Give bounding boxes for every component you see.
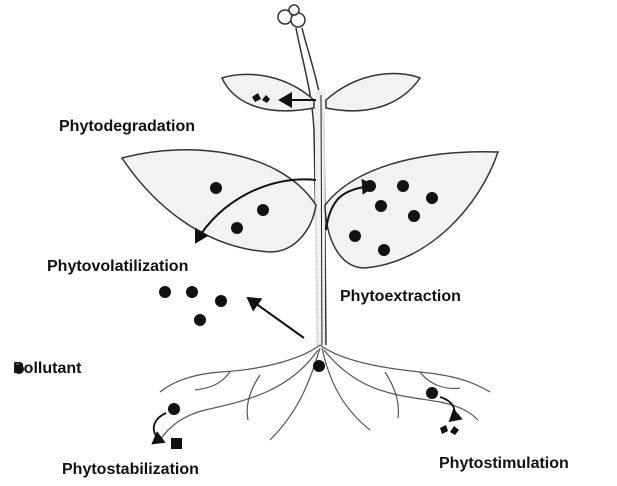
- plant-roots: [160, 345, 490, 440]
- lower-leaf-left: [122, 150, 316, 252]
- lower-leaf-right: [325, 152, 498, 268]
- label-phytodegradation: Phytodegradation: [59, 118, 195, 136]
- upper-leaf-right: [326, 73, 420, 110]
- stabilization-arrow: [154, 413, 166, 442]
- root-pollutant: [313, 360, 325, 372]
- stabilization-pollutant: [168, 403, 180, 415]
- legend-label-pollutant: Pollutant: [13, 360, 81, 378]
- pollutants-air: [159, 286, 227, 326]
- degraded-fragments-root: [440, 425, 459, 435]
- stimulation-pollutant: [426, 387, 438, 399]
- flower-bud: [278, 5, 305, 27]
- label-phytostabilization: Phytostabilization: [62, 461, 199, 479]
- label-phytovolatilization: Phytovolatilization: [47, 258, 188, 276]
- stimulation-arrow: [440, 397, 455, 421]
- upper-leaf-left: [222, 74, 314, 110]
- label-phytostimulation: Phytostimulation: [439, 455, 569, 473]
- air-release-arrow: [248, 298, 304, 338]
- stabilized-pollutant: [171, 438, 182, 449]
- label-phytoextraction: Phytoextraction: [340, 288, 461, 306]
